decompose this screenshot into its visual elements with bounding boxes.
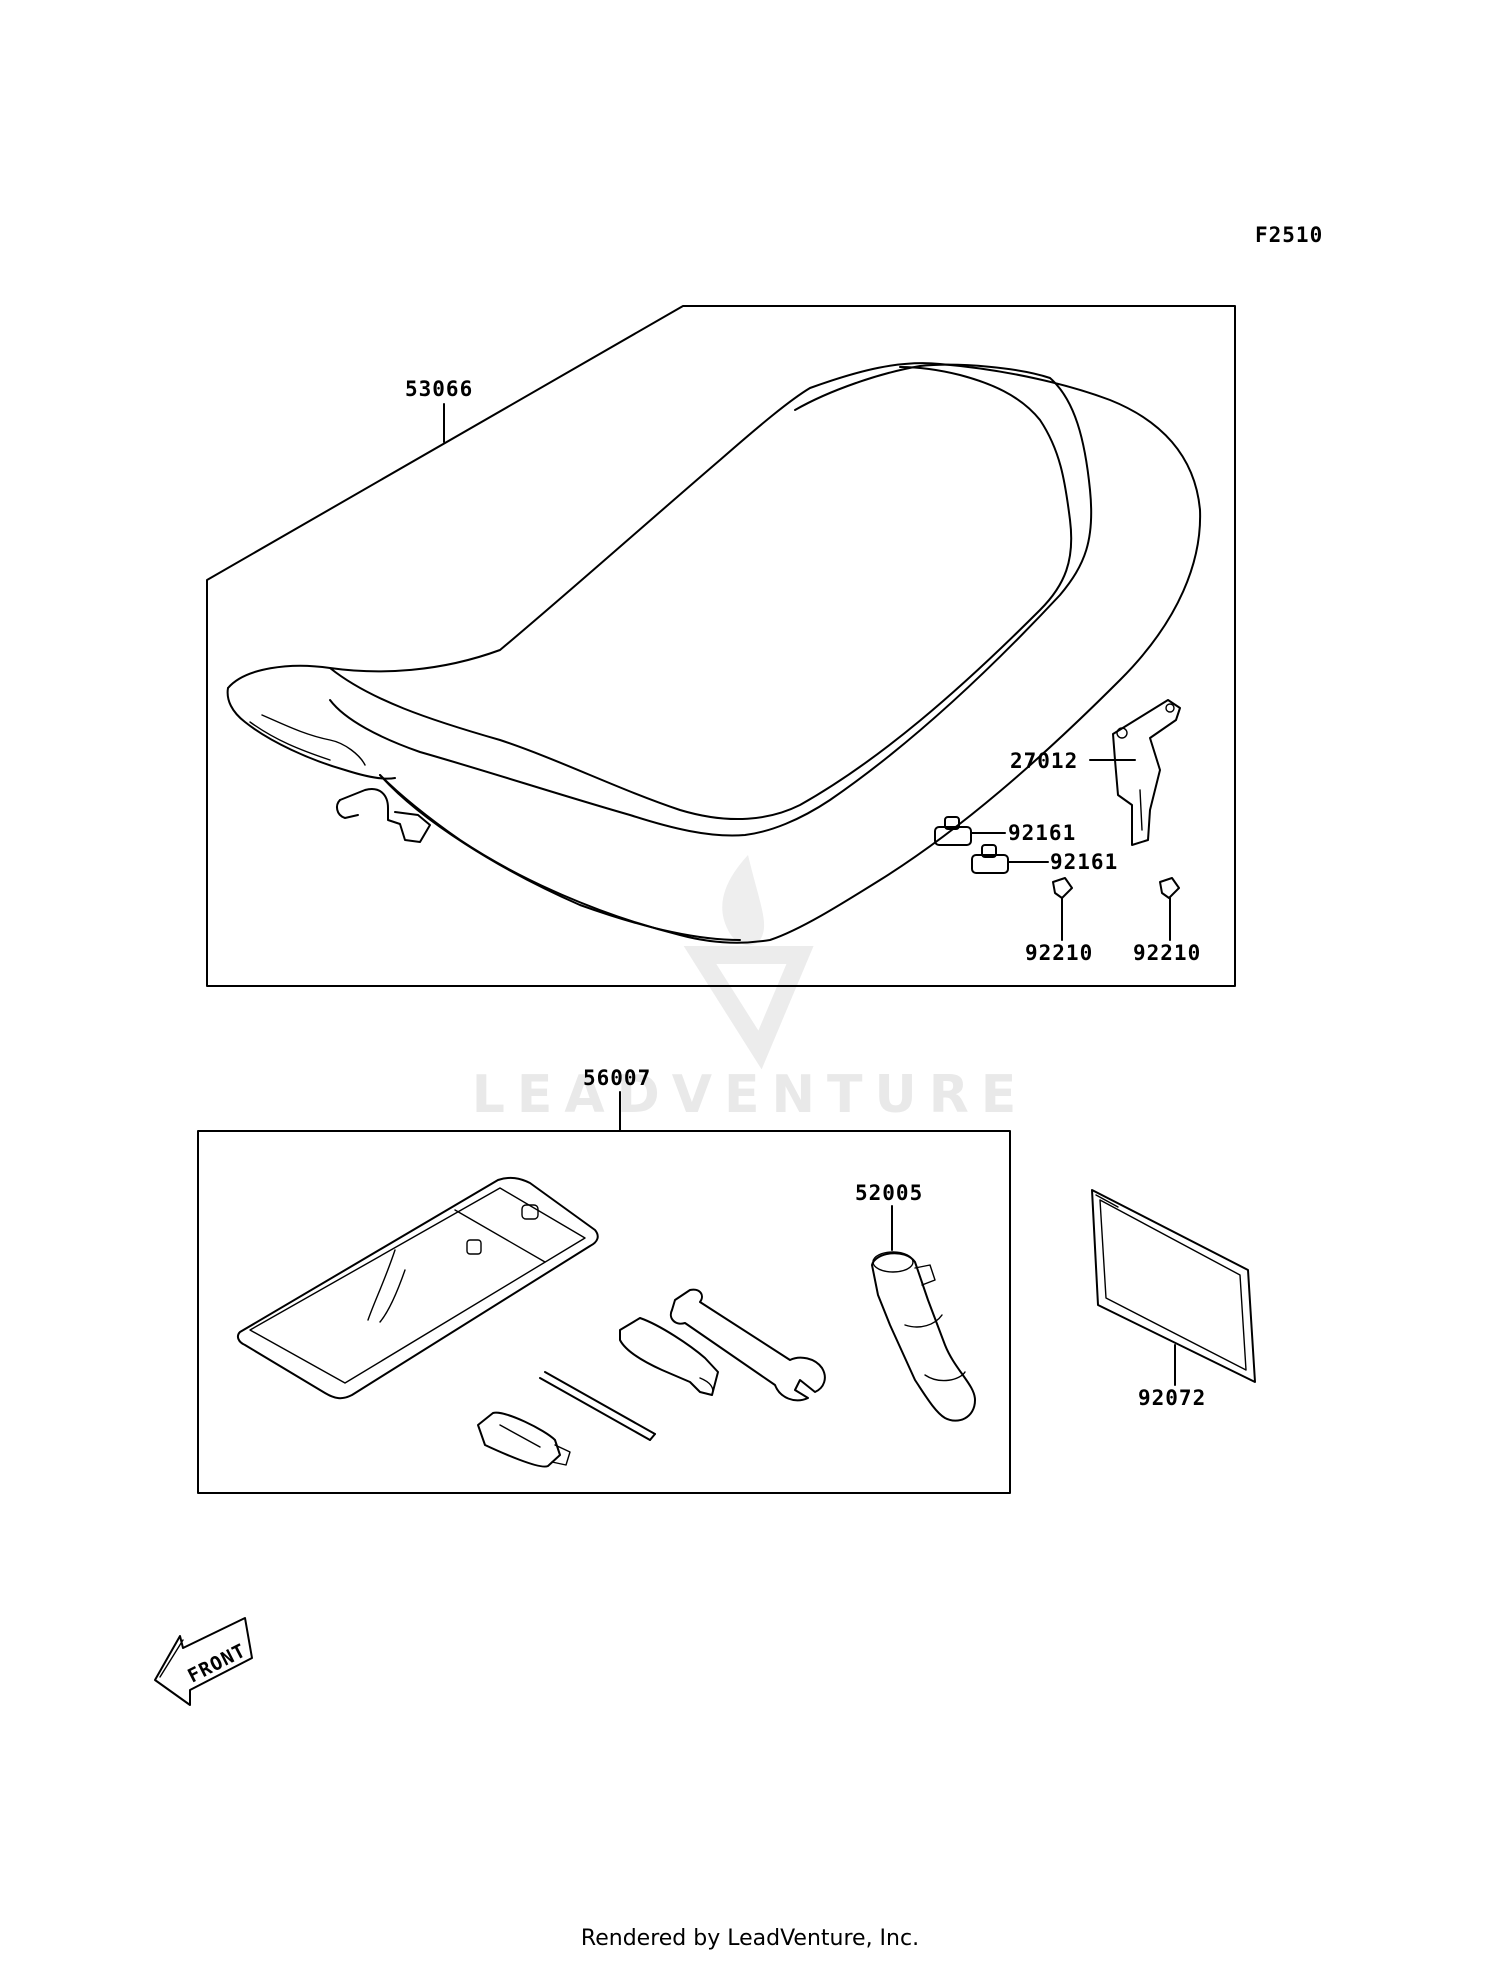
watermark-text: LEADVENTURE bbox=[472, 1065, 1029, 1125]
box-wrench-part bbox=[619, 1317, 719, 1396]
label-damper-2[interactable]: 92161 bbox=[1050, 850, 1118, 874]
screwdriver-part bbox=[477, 1411, 571, 1468]
diagram-code: F2510 bbox=[1255, 223, 1323, 247]
seat-hook-part bbox=[1112, 699, 1181, 846]
tool-kit-frame bbox=[197, 1130, 1011, 1494]
open-wrench-part bbox=[669, 1288, 826, 1402]
front-label: FRONT bbox=[184, 1640, 249, 1688]
front-arrow-icon: FRONT bbox=[154, 1617, 253, 1706]
footer-credit: Rendered by LeadVenture, Inc. bbox=[580, 1926, 920, 1951]
label-damper-1[interactable]: 92161 bbox=[1008, 821, 1076, 845]
label-hook[interactable]: 27012 bbox=[1010, 749, 1078, 773]
clip-part-2 bbox=[1159, 877, 1180, 899]
label-clip-1[interactable]: 92210 bbox=[1025, 941, 1093, 965]
label-manual[interactable]: 92072 bbox=[1138, 1386, 1206, 1410]
seat-drawing bbox=[226, 362, 1202, 944]
clip-part-1 bbox=[1052, 877, 1073, 899]
watermark: LEADVENTURE bbox=[472, 855, 1029, 1125]
label-clip-2[interactable]: 92210 bbox=[1133, 941, 1201, 965]
label-plug-wrench[interactable]: 52005 bbox=[855, 1181, 923, 1205]
damper-part-1 bbox=[934, 816, 972, 846]
plug-wrench-part bbox=[871, 1251, 976, 1422]
tool-bag-part bbox=[236, 1176, 599, 1400]
label-tool-kit[interactable]: 56007 bbox=[583, 1066, 651, 1090]
flame-logo-icon bbox=[683, 855, 814, 1070]
rod-part bbox=[539, 1371, 656, 1441]
manual-part bbox=[1091, 1189, 1256, 1383]
damper-part-2 bbox=[971, 844, 1009, 874]
label-seat[interactable]: 53066 bbox=[405, 377, 473, 401]
seat-group-frame bbox=[206, 305, 1236, 987]
